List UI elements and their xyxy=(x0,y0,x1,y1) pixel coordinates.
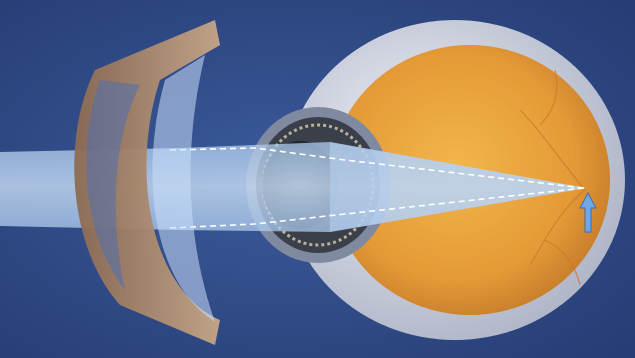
eye-lens-illustration xyxy=(0,0,635,358)
illustration-canvas xyxy=(0,0,635,358)
